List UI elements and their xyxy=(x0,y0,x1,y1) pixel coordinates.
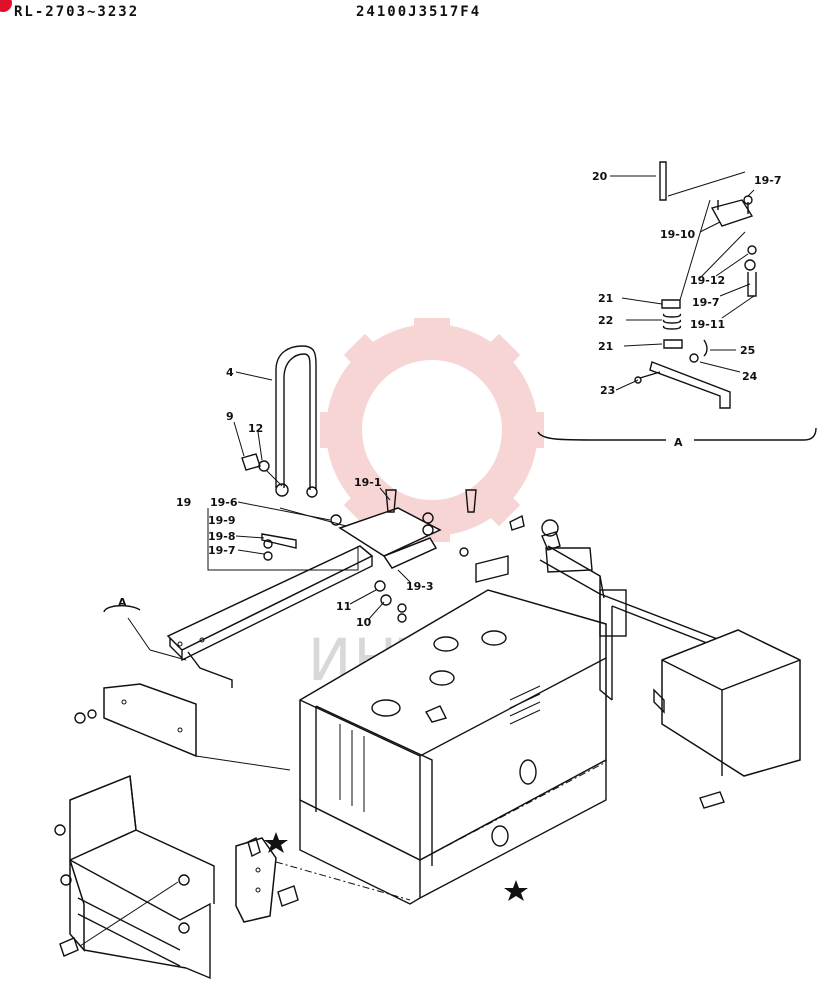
callout-19-8: 19-8 xyxy=(208,530,236,543)
red-marker-dot xyxy=(0,0,12,12)
callout-23: 23 xyxy=(600,384,615,397)
callout-21-a: 21 xyxy=(598,292,613,305)
callout-19-1: 19-1 xyxy=(354,476,382,489)
detail-a-assembly xyxy=(537,161,817,441)
star-mark-2 xyxy=(504,880,528,901)
callout-19-9: 19-9 xyxy=(208,514,236,527)
callout-9: 9 xyxy=(226,410,234,423)
leader-lines xyxy=(207,175,755,621)
callout-20: 20 xyxy=(592,170,608,183)
callout-21-b: 21 xyxy=(598,340,613,353)
callout-19-7-b: 19-7 xyxy=(692,296,720,309)
callout-10: 10 xyxy=(356,616,372,629)
callout-22: 22 xyxy=(598,314,613,327)
watermark-gear-logo xyxy=(320,318,544,542)
callout-12: 12 xyxy=(248,422,263,435)
front-bracket-assembly xyxy=(54,774,411,980)
callout-a-main: A xyxy=(118,596,127,609)
handle-bar xyxy=(275,345,318,498)
callout-25: 25 xyxy=(740,344,755,357)
callout-19-12: 19-12 xyxy=(690,274,725,287)
callout-19-7-a: 19-7 xyxy=(754,174,782,187)
part-number: 24100J3517F4 xyxy=(356,4,482,20)
star-mark-1 xyxy=(264,832,288,853)
callout-19-6: 19-6 xyxy=(210,496,238,509)
rear-frame xyxy=(475,519,801,809)
callout-19-11: 19-11 xyxy=(690,318,725,331)
bolt-and-washer xyxy=(241,453,283,487)
callout-19-7-c: 19-7 xyxy=(208,544,236,557)
side-cover-plate xyxy=(74,683,291,771)
callout-4: 4 xyxy=(226,366,234,379)
machine-main-body xyxy=(299,589,607,905)
callout-24: 24 xyxy=(742,370,758,383)
callout-11: 11 xyxy=(336,600,351,613)
model-range: RL-2703~3232 xyxy=(14,4,140,20)
bolts-group xyxy=(330,489,525,623)
callout-19-3: 19-3 xyxy=(406,580,434,593)
callout-19-10: 19-10 xyxy=(660,228,696,241)
callout-labels: 20 19-7 19-10 19-12 21 19-7 22 19-11 21 … xyxy=(118,170,782,629)
callout-a-detail: A xyxy=(674,436,683,449)
callout-19: 19 xyxy=(176,496,191,509)
